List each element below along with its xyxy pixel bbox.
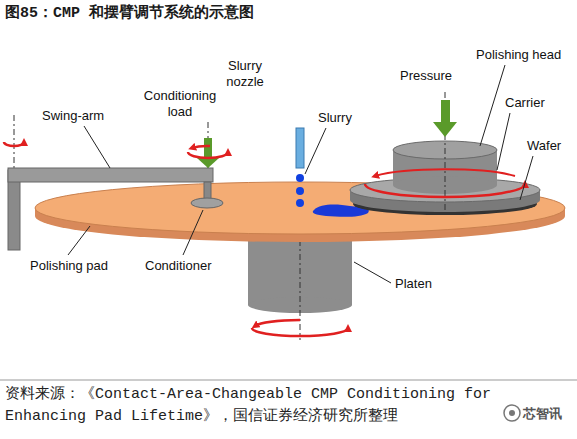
- slurry-drop: [296, 199, 304, 207]
- figure-title: 图85：CMP 和摆臂调节系统的示意图: [5, 4, 570, 24]
- pressure-arrow: [441, 100, 450, 122]
- rotation-arrow: [192, 146, 210, 148]
- part-label: Conditioner: [145, 258, 212, 274]
- part-label: Slurry nozzle: [215, 58, 275, 90]
- axis-line: [14, 115, 15, 168]
- part-label: Conditioning load: [135, 88, 225, 120]
- pressure-arrow: [433, 122, 457, 137]
- rule-line: [0, 380, 577, 381]
- leader-line: [305, 128, 326, 174]
- watermark-icon: [509, 410, 515, 416]
- slurry-nozzle: [296, 128, 304, 168]
- rotation-arrow: [252, 328, 348, 336]
- rotation-arrow: [375, 169, 515, 176]
- slurry-drop: [296, 174, 304, 182]
- part-label: Carrier: [505, 95, 545, 111]
- leader-line: [84, 126, 110, 168]
- leader-line: [497, 113, 510, 170]
- swing-arm: [8, 168, 213, 182]
- watermark-icon: [504, 405, 520, 421]
- rotation-arrow: [188, 152, 228, 158]
- rotation-arrow: [255, 320, 300, 326]
- part-label: Platen: [395, 276, 432, 292]
- axis-line: [300, 240, 301, 340]
- leader-line: [520, 156, 533, 200]
- part-label: Polishing head: [476, 47, 561, 63]
- rotation-arrow: [4, 142, 24, 146]
- part-label: Swing-arm: [42, 108, 104, 124]
- conditioner-disk: [191, 198, 223, 208]
- part-label: Slurry: [318, 110, 352, 126]
- part-label: Polishing pad: [30, 258, 108, 274]
- leader-line: [68, 226, 90, 255]
- leader-line: [354, 262, 391, 283]
- rotation-arrow: [365, 184, 525, 197]
- leader-line: [183, 210, 203, 255]
- leader-line: [480, 65, 505, 146]
- slurry-drop: [296, 187, 304, 195]
- source-caption: 资料来源：《Contact-Area-Changeable CMP Condit…: [5, 384, 570, 428]
- part-label: Wafer: [527, 138, 561, 154]
- watermark: 芯智讯: [523, 405, 562, 423]
- load-arrow: [197, 158, 219, 168]
- load-arrow: [204, 138, 212, 158]
- part-label: Pressure: [400, 68, 452, 84]
